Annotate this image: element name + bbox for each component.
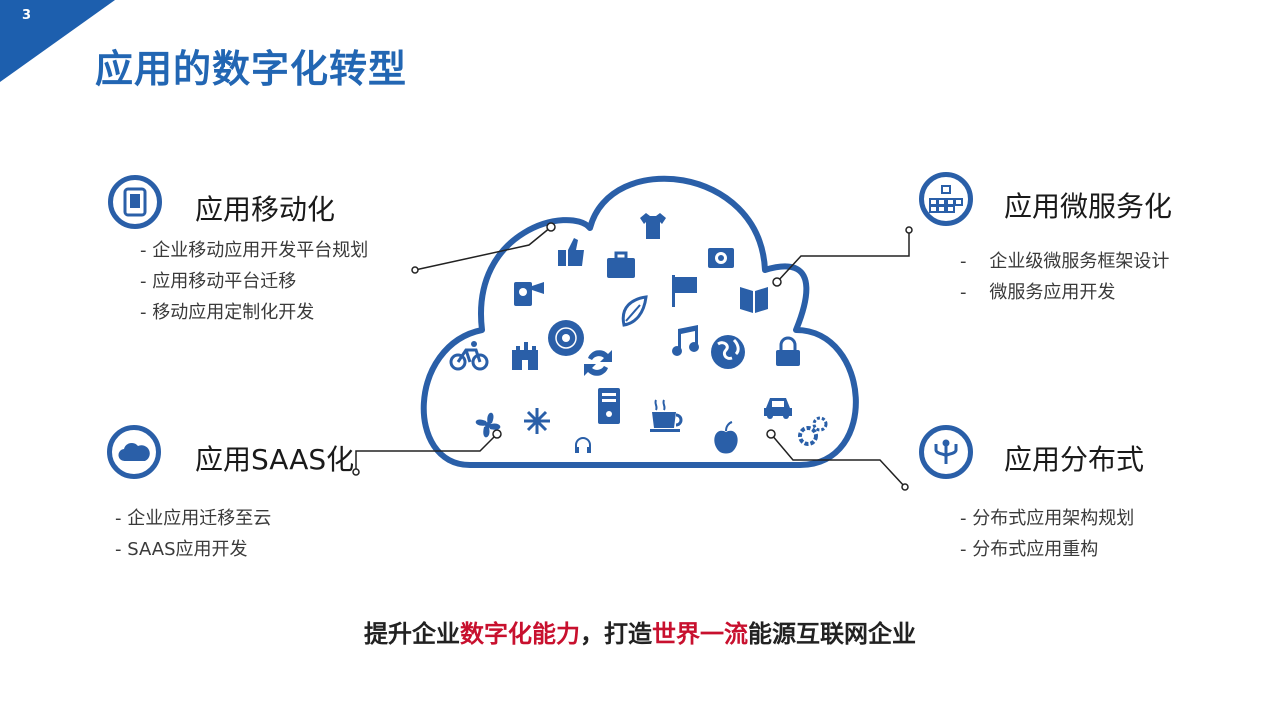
page-title: 应用的数字化转型 <box>95 47 408 91</box>
microservice-grid-icon <box>919 172 973 226</box>
gears-icon <box>798 416 828 446</box>
corner-decoration <box>0 0 115 82</box>
section-distributed-bullets: - 分布式应用架构规划 - 分布式应用重构 <box>960 503 1134 565</box>
cloud-icon <box>107 425 161 479</box>
slogan-highlight: 数字化能力 <box>460 620 580 648</box>
list-item: - 企业应用迁移至云 <box>115 508 272 529</box>
connector-lines <box>352 222 913 491</box>
slogan-part: 提升企业 <box>364 620 460 648</box>
disc-icon <box>548 320 584 356</box>
list-item: - 企业级微服务框架设计 <box>960 251 1170 272</box>
cloud-outline <box>420 175 859 468</box>
globe-icon <box>711 335 745 369</box>
list-item: - 分布式应用架构规划 <box>960 508 1135 529</box>
list-item: - 分布式应用重构 <box>960 539 1099 560</box>
tshirt-icon <box>640 213 666 239</box>
list-item: - 企业移动应用开发平台规划 <box>140 240 369 261</box>
sync-icon <box>584 350 612 376</box>
server-icon <box>598 388 620 424</box>
snowflake-icon <box>524 408 550 434</box>
list-item: - 应用移动平台迁移 <box>140 271 297 292</box>
slogan: 提升企业数字化能力，打造世界一流能源互联网企业 <box>0 614 1280 649</box>
fan-icon <box>475 412 501 438</box>
thumbs-up-icon <box>558 238 584 266</box>
slogan-part: 能源互联网企业 <box>748 620 916 648</box>
lock-icon <box>776 336 800 366</box>
castle-icon <box>512 342 538 370</box>
flag-icon <box>672 275 697 307</box>
apple-icon <box>714 421 738 454</box>
section-mobile-bullets: - 企业移动应用开发平台规划 - 应用移动平台迁移 - 移动应用定制化开发 <box>140 235 368 328</box>
section-saas-title: 应用SAAS化 <box>195 443 355 476</box>
car-icon <box>764 398 792 419</box>
slogan-part: ，打造 <box>580 620 652 648</box>
list-item: - 微服务应用开发 <box>960 282 1116 303</box>
briefcase-icon <box>607 251 635 278</box>
distribution-icon <box>919 425 973 479</box>
section-microservice-title: 应用微服务化 <box>1004 190 1173 223</box>
list-item: - 移动应用定制化开发 <box>140 302 315 323</box>
section-mobile-title: 应用移动化 <box>195 193 336 226</box>
section-microservice-bullets: - 企业级微服务框架设计 - 微服务应用开发 <box>960 246 1169 308</box>
video-camera-icon <box>514 282 544 306</box>
page-number: 3 <box>22 8 32 23</box>
bicycle-icon <box>449 341 489 371</box>
section-distributed-title: 应用分布式 <box>1004 443 1145 476</box>
coffee-icon <box>650 399 683 432</box>
tablet-icon <box>108 175 162 229</box>
list-item: - SAAS应用开发 <box>115 539 248 560</box>
leaf-icon <box>621 295 648 327</box>
headphones-icon <box>575 437 591 453</box>
book-icon <box>740 287 768 313</box>
camera-icon <box>708 248 734 268</box>
music-note-icon <box>672 325 699 356</box>
section-saas-bullets: - 企业应用迁移至云 - SAAS应用开发 <box>115 503 271 565</box>
slogan-highlight: 世界一流 <box>652 620 748 648</box>
